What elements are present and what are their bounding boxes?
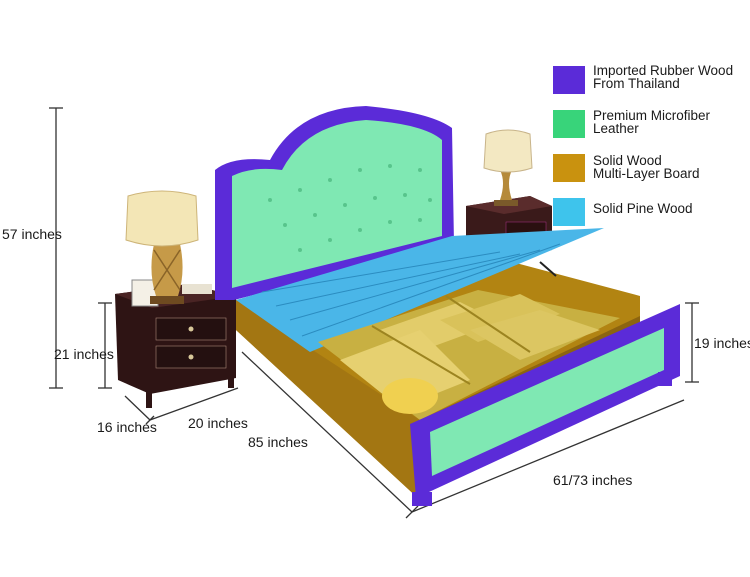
legend-item-multi-layer-board: Solid Wood Multi-Layer Board [553,153,748,199]
legend-label: Solid Pine Wood [593,201,693,216]
total-height-label: 57 inches [2,226,62,242]
legend-item-pine-wood: Solid Pine Wood [553,198,748,245]
multi-layer-board-swatch [553,154,585,182]
legend-item-rubber-wood: Imported Rubber Wood From Thailand [553,61,748,107]
slat-platform [236,228,604,352]
storage-compartments [318,290,620,420]
right-lamp [483,129,533,206]
pine-wood-swatch [553,198,585,226]
microfiber-leather-swatch [553,110,585,138]
left-lamp [125,190,199,304]
dimension-lines [49,107,699,519]
footboard-height-label: 19 inches [694,335,750,351]
nightstand-width-label: 20 inches [188,415,248,431]
nightstand-height-label: 21 inches [54,346,114,362]
legend-item-microfiber-leather: Premium Microfiber Leather [553,107,748,153]
bed-length-label: 85 inches [248,434,308,450]
bed-width-label: 61/73 inches [553,472,633,488]
materials-legend: Imported Rubber Wood From Thailand Premi… [553,61,748,245]
legend-label: Premium Microfiber Leather [593,108,711,136]
nightstand-depth-label: 16 inches [97,419,157,435]
headboard [215,106,454,300]
legend-label: Imported Rubber Wood From Thailand [593,63,734,91]
rubber-wood-swatch [553,66,585,94]
legend-label: Solid Wood Multi-Layer Board [593,153,700,181]
footboard [410,304,680,506]
